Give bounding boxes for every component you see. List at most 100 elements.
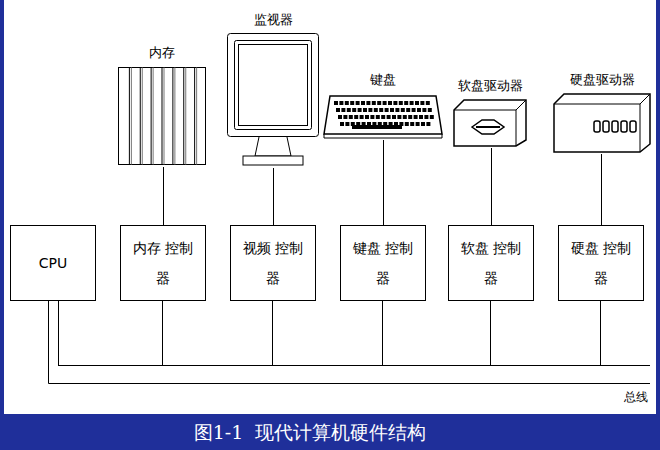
drawing-stroke: [372, 101, 376, 105]
drawing-stroke: [416, 122, 420, 126]
drawing-stroke: [454, 100, 526, 146]
drawing-stroke: [340, 122, 344, 126]
drawing-stroke: [228, 34, 319, 137]
drawing-stroke: [347, 108, 351, 112]
drawing-stroke: [401, 108, 405, 112]
drawing-stroke: [151, 68, 152, 165]
drawing-stroke: [338, 115, 342, 119]
drawing-stroke: [472, 120, 504, 134]
drawing-stroke: [334, 101, 338, 105]
connector-line: [163, 167, 164, 225]
drawing-stroke: [621, 121, 627, 132]
drawing-stroke: [172, 68, 173, 165]
drawing-stroke: [339, 101, 343, 105]
controller-label: CPU: [39, 248, 67, 278]
connector-line: [59, 301, 601, 366]
drawing-stroke: [361, 101, 365, 105]
controller-label: 软盘 控制器: [459, 233, 523, 293]
connector-line: [59, 301, 383, 366]
device-figure: 键盘: [322, 72, 444, 140]
connector-line: [59, 301, 163, 366]
drawing-stroke: [350, 101, 354, 105]
drawing-stroke: [352, 125, 402, 129]
drawing-stroke: [404, 101, 408, 105]
drawing-stroke: [363, 108, 367, 112]
connector-line: [59, 301, 273, 366]
drawing-stroke: [345, 101, 349, 105]
drawing-stroke: [377, 101, 381, 105]
drawing-stroke: [324, 138, 442, 139]
drawing-stroke: [349, 115, 353, 119]
drawing-stroke: [352, 108, 356, 112]
hdd-illustration: [552, 92, 652, 154]
drawing-stroke: [415, 101, 419, 105]
drawing-stroke: [422, 108, 426, 112]
device-figure: 监视器: [226, 12, 320, 168]
drawing-stroke: [390, 108, 394, 112]
bus-line: [49, 301, 651, 384]
bus-label: 总线: [622, 390, 650, 404]
controller-box: 视频 控制器: [230, 225, 316, 301]
drawing-stroke: [164, 68, 165, 165]
drawing-stroke: [383, 101, 387, 105]
drawing-stroke: [403, 115, 407, 119]
device-figure: 软盘驱动器: [452, 78, 528, 148]
drawing-stroke: [426, 122, 430, 126]
drawing-stroke: [603, 121, 609, 132]
drawing-stroke: [368, 108, 372, 112]
controller-box: 软盘 控制器: [448, 225, 534, 301]
drawing-stroke: [360, 115, 364, 119]
controller-label: 视频 控制器: [241, 233, 305, 293]
drawing-stroke: [255, 137, 291, 156]
drawing-stroke: [365, 115, 369, 119]
drawing-stroke: [408, 115, 412, 119]
drawing-stroke: [153, 68, 154, 165]
drawing-stroke: [356, 101, 360, 105]
drawing-stroke: [554, 104, 640, 105]
drawing-stroke: [387, 115, 391, 119]
drawing-stroke: [612, 121, 618, 132]
drawing-stroke: [343, 115, 347, 119]
drawing-stroke: [640, 94, 650, 104]
drawing-stroke: [196, 68, 197, 165]
kbd-illustration: [322, 92, 444, 140]
drawing-stroke: [162, 68, 163, 165]
drawing-stroke: [392, 115, 396, 119]
drawing-stroke: [129, 68, 130, 165]
device-figure: 内存: [116, 45, 208, 167]
drawing-stroke: [442, 134, 443, 138]
drawing-stroke: [142, 68, 143, 165]
drawing-stroke: [406, 108, 410, 112]
device-label: 内存: [106, 45, 218, 61]
drawing-stroke: [426, 101, 430, 105]
device-label: 监视器: [216, 12, 330, 28]
drawing-stroke: [341, 108, 345, 112]
drawing-stroke: [381, 115, 385, 119]
drawing-stroke: [183, 68, 184, 165]
mon-illustration: [226, 32, 320, 168]
drawing-stroke: [594, 121, 600, 132]
device-figure: 硬盘驱动器: [552, 72, 652, 154]
drawing-stroke: [379, 108, 383, 112]
drawing-stroke: [428, 108, 432, 112]
drawing-stroke: [388, 101, 392, 105]
drawing-stroke: [397, 115, 401, 119]
drawing-stroke: [395, 108, 399, 112]
connector-line: [59, 301, 491, 366]
fdd-illustration: [452, 98, 528, 148]
drawing-stroke: [630, 121, 636, 132]
drawing-stroke: [393, 101, 397, 105]
drawing-stroke: [424, 115, 428, 119]
drawing-stroke: [412, 108, 416, 112]
drawing-stroke: [239, 45, 308, 126]
device-label: 硬盘驱动器: [542, 72, 660, 88]
drawing-stroke: [420, 101, 424, 105]
drawing-stroke: [405, 122, 409, 126]
controller-box: 键盘 控制器: [340, 225, 426, 301]
connector-line: [601, 154, 602, 225]
drawing-stroke: [370, 115, 374, 119]
controller-label: 键盘 控制器: [351, 233, 415, 293]
drawing-stroke: [185, 68, 186, 165]
drawing-stroke: [399, 101, 403, 105]
drawing-stroke: [345, 122, 349, 126]
